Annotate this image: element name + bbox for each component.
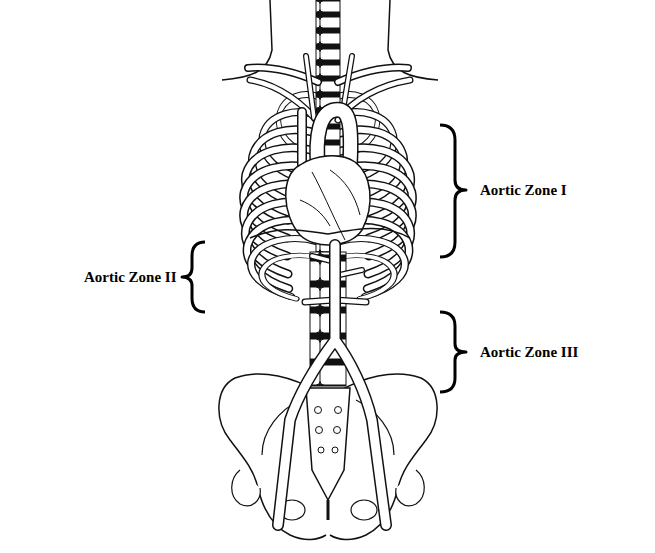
zone-label: Aortic Zone II (84, 268, 177, 286)
zone-bracket (182, 125, 466, 392)
zone-label: Aortic Zone I (480, 181, 567, 199)
zone-label: Aortic Zone III (480, 343, 578, 361)
